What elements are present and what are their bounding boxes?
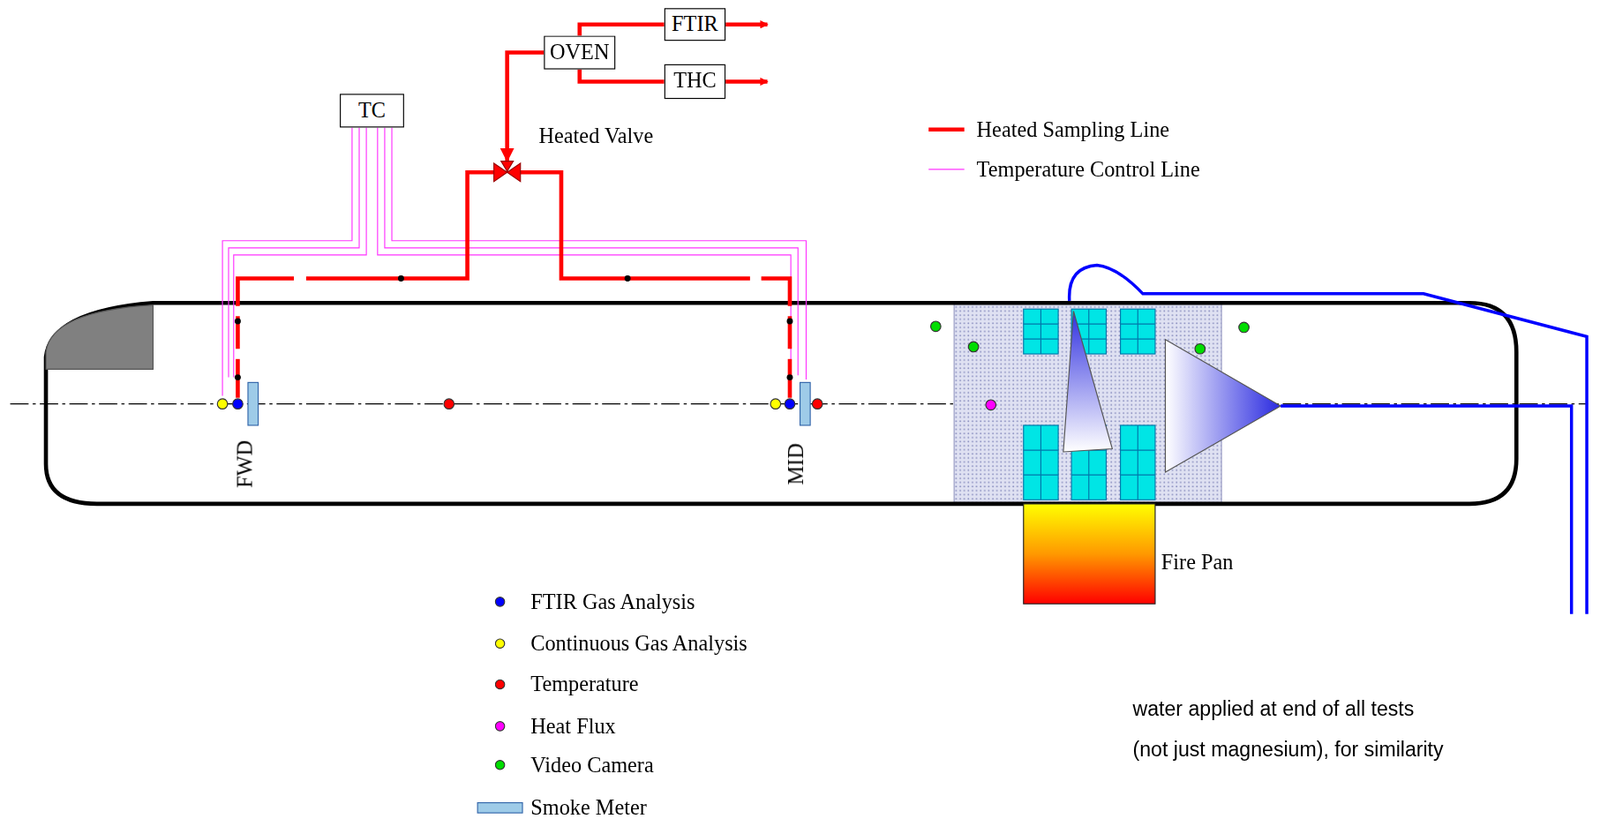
fire-pan: [1023, 503, 1156, 604]
legend-swatch: [495, 638, 506, 649]
center-line: [10, 403, 1589, 405]
station-label: MID: [783, 443, 809, 485]
note-text: water applied at end of all tests: [1132, 697, 1414, 722]
legend-text: Smoke Meter: [530, 795, 647, 819]
legend-smoke-meter-sample: [477, 803, 523, 814]
legend-text: Temperature: [530, 672, 639, 698]
cockpit: [45, 305, 153, 370]
analyzer-box: FTIR: [664, 7, 726, 41]
temperature-control-lines: [222, 127, 806, 396]
cargo-containers: [1023, 308, 1156, 500]
sampling-connector: [579, 69, 665, 83]
valve-label: Heated Valve: [539, 123, 654, 149]
legend-swatch: [495, 679, 506, 691]
legend-swatch: [495, 721, 506, 732]
box-label: THC: [673, 69, 717, 94]
legend-line-sample: [928, 127, 964, 132]
valve-symbol: Heated Valve: [494, 161, 521, 184]
legend-text: Temperature Control Line: [976, 157, 1201, 182]
junction-dots: [234, 275, 793, 381]
sampling-connector: [507, 52, 545, 162]
station-label: FWD: [232, 440, 258, 489]
legend-text: Heated Sampling Line: [976, 117, 1170, 143]
legend-text: Continuous Gas Analysis: [530, 630, 748, 656]
oven-box: OVEN: [543, 35, 616, 69]
engine-cone: [1164, 339, 1281, 473]
legend-swatch: [495, 759, 506, 771]
controller-box: TC: [339, 93, 405, 128]
part-label: Fire Pan: [1161, 549, 1234, 575]
engine-cone: [1063, 310, 1113, 451]
heated-sampling-line: [237, 24, 790, 399]
legend-text: Heat Flux: [530, 713, 616, 739]
analyzer-box: THC: [664, 64, 726, 99]
water-line: [1280, 405, 1572, 615]
legend-text: FTIR Gas Analysis: [530, 589, 695, 615]
sampling-connector: [579, 24, 665, 37]
note-text: (not just magnesium), for similarity: [1132, 737, 1443, 762]
sensor-points: [217, 321, 1249, 426]
legend-line-sample: [928, 168, 964, 170]
box-label: OVEN: [549, 40, 609, 65]
legend-swatch: [495, 596, 506, 608]
fuselage-outline: [45, 302, 1517, 504]
box-label: TC: [358, 98, 386, 123]
legend-text: Video Camera: [530, 752, 654, 778]
box-label: FTIR: [671, 12, 719, 37]
valve-outline: [494, 161, 521, 184]
